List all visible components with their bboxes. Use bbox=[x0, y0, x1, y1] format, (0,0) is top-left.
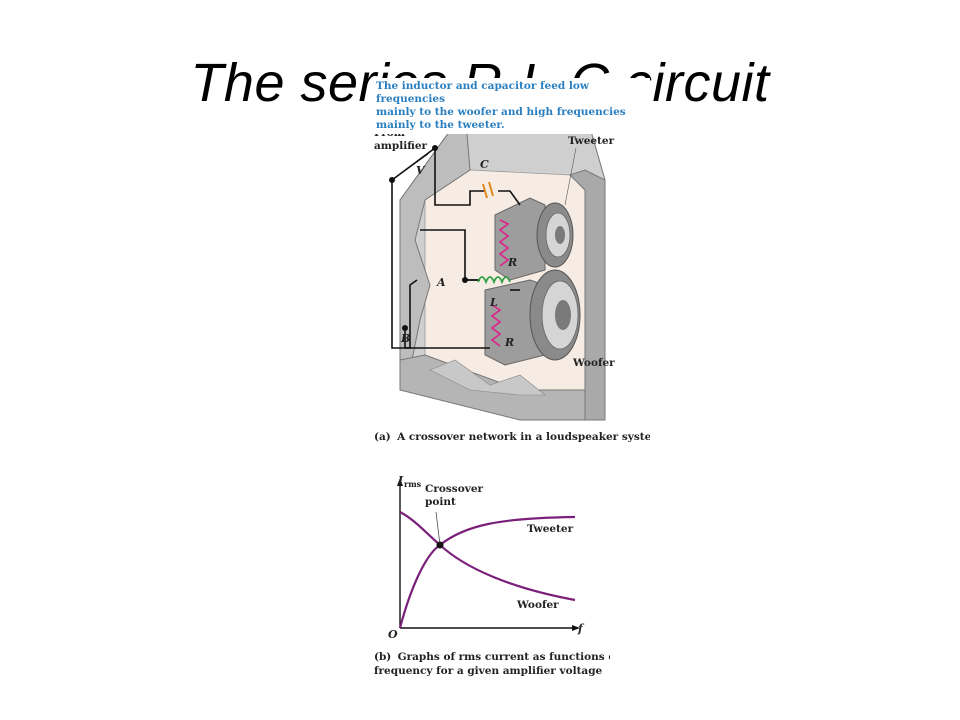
resistor-top-label: R bbox=[507, 256, 517, 269]
crossover-label-2: point bbox=[425, 496, 456, 508]
cabinet-side-panel bbox=[569, 169, 606, 421]
y-axis-subscript: rms bbox=[404, 479, 422, 489]
capacitor-symbol bbox=[482, 181, 494, 199]
crossover-note: The inductor and capacitor feed low freq… bbox=[372, 78, 650, 134]
rms-current-graph: I rms f O Crossover point Tweeter Woofer… bbox=[374, 474, 610, 677]
crossover-diagram: From amplifier V C A B L R R Tweeter Woo… bbox=[374, 108, 650, 443]
caption-b-line-1: (b) Graphs of rms current as functions o… bbox=[374, 651, 610, 663]
x-axis-label: f bbox=[577, 622, 585, 635]
caption-b-line-2: frequency for a given amplifier voltage bbox=[374, 665, 603, 677]
node-b bbox=[402, 325, 408, 331]
input-terminal-left bbox=[389, 177, 395, 183]
caption-a-tag: (a) bbox=[374, 431, 391, 443]
inductor-coil bbox=[477, 276, 511, 285]
caption-a-text: A crossover network in a loudspeaker sys… bbox=[396, 431, 650, 443]
inductor-label: L bbox=[489, 296, 498, 309]
voltage-label: V bbox=[416, 164, 426, 177]
tweeter-speaker bbox=[536, 202, 574, 268]
note-line-3: mainly to the tweeter. bbox=[376, 119, 505, 131]
tweeter-curve-label: Tweeter bbox=[527, 523, 574, 535]
origin-label: O bbox=[388, 628, 398, 641]
note-line-2: mainly to the woofer and high frequencie… bbox=[376, 106, 626, 118]
resistor-bottom-label: R bbox=[504, 336, 514, 349]
woofer-speaker bbox=[529, 269, 581, 361]
resistor-top bbox=[498, 219, 510, 267]
woofer-curve-label: Woofer bbox=[516, 599, 559, 611]
caption-a: (a) A crossover network in a loudspeaker… bbox=[374, 431, 650, 443]
from-amplifier-label-2: amplifier bbox=[374, 140, 428, 152]
capacitor-label: C bbox=[480, 158, 489, 171]
node-a bbox=[462, 277, 468, 283]
voltage-arrow bbox=[399, 153, 429, 175]
tweeter-label: Tweeter bbox=[568, 135, 615, 147]
caption-b-text-1: Graphs of rms current as functions of bbox=[398, 651, 610, 663]
resistor-bottom bbox=[490, 304, 502, 347]
note-line-1: The inductor and capacitor feed low freq… bbox=[376, 80, 589, 105]
y-axis-label: I bbox=[397, 474, 404, 487]
woofer-curve bbox=[399, 511, 576, 602]
woofer-label: Woofer bbox=[572, 357, 615, 369]
node-b-label: B bbox=[400, 332, 410, 345]
caption-b-tag: (b) bbox=[374, 651, 391, 663]
node-a-label: A bbox=[436, 276, 446, 289]
crossover-label-1: Crossover bbox=[425, 483, 484, 495]
input-terminal-top bbox=[432, 145, 438, 151]
